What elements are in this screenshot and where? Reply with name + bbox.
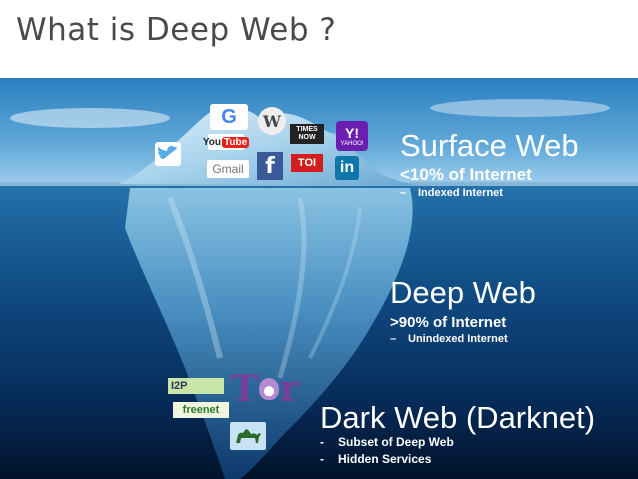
i2p-logo-text: I2P (171, 380, 188, 392)
iceberg-underwater (125, 188, 413, 479)
times-now-logo-line2: NOW (298, 134, 316, 141)
cloud (10, 108, 170, 128)
times-now-logo: TIMES NOW (290, 124, 324, 144)
cloud (430, 99, 610, 117)
freenet-logo: freenet (173, 402, 229, 418)
iceberg-scene-svg (0, 78, 638, 479)
onion-icon (258, 378, 279, 400)
ice-highlight (308, 207, 362, 359)
deep-web-share: >90% of Internet (390, 314, 507, 331)
iceberg-illustration (0, 78, 638, 479)
youtube-logo-you: You (202, 136, 221, 148)
bullet-dash: - (320, 451, 324, 466)
bullet-dash: – (390, 333, 397, 346)
i2p-logo: I2P (168, 378, 224, 394)
wikipedia-logo: W (258, 107, 286, 135)
tor-logo-t: T (231, 368, 258, 410)
camel-icon (230, 422, 266, 450)
gmail-logo: Gmail (207, 160, 249, 178)
dark-web-subset-text: Subset of Deep Web (338, 435, 454, 449)
surface-web-section: Surface Web <10% of Internet –Indexed In… (400, 130, 579, 199)
bullet-dash: – (400, 186, 407, 199)
camel-svg (236, 429, 261, 443)
deep-web-description: –Unindexed Internet (390, 333, 536, 346)
tor-logo-r: r (279, 368, 299, 410)
deep-web-section: Deep Web >90% of Internet –Unindexed Int… (390, 277, 536, 346)
youtube-logo-tube: Tube (222, 136, 250, 148)
surface-web-heading: Surface Web (400, 128, 579, 163)
yahoo-logo-mark: Y! (345, 125, 359, 141)
twitter-bird-icon (158, 146, 178, 160)
deep-web-heading: Deep Web (390, 275, 536, 310)
google-logo: G (210, 104, 248, 130)
facebook-logo: f (257, 152, 283, 180)
dark-web-subset: -Subset of Deep Web (320, 435, 595, 450)
linkedin-logo: in (335, 156, 359, 180)
dark-web-hidden-services: -Hidden Services (320, 451, 595, 467)
tor-logo: T r (230, 366, 300, 412)
surface-web-description-text: Indexed Internet (418, 186, 503, 199)
yahoo-logo: Y! YAHOO! (336, 121, 368, 151)
yahoo-logo-word: YAHOO! (340, 141, 364, 147)
twitter-icon (155, 142, 181, 166)
deep-web-description-text: Unindexed Internet (408, 333, 508, 346)
toi-logo: TOI (291, 154, 323, 172)
dark-web-hidden-services-text: Hidden Services (338, 451, 432, 466)
dark-web-section: Dark Web (Darknet) -Subset of Deep Web -… (320, 402, 595, 467)
surface-web-share: <10% of Internet (400, 165, 532, 184)
surface-web-description: –Indexed Internet (400, 187, 579, 200)
ice-highlight (277, 197, 307, 379)
times-now-logo-line1: TIMES (296, 126, 318, 133)
page-title: What is Deep Web ? (16, 12, 337, 48)
dark-web-heading: Dark Web (Darknet) (320, 400, 596, 435)
bullet-dash: - (320, 435, 324, 449)
title-bar: What is Deep Web ? (0, 0, 638, 78)
ice-highlight (167, 196, 223, 359)
